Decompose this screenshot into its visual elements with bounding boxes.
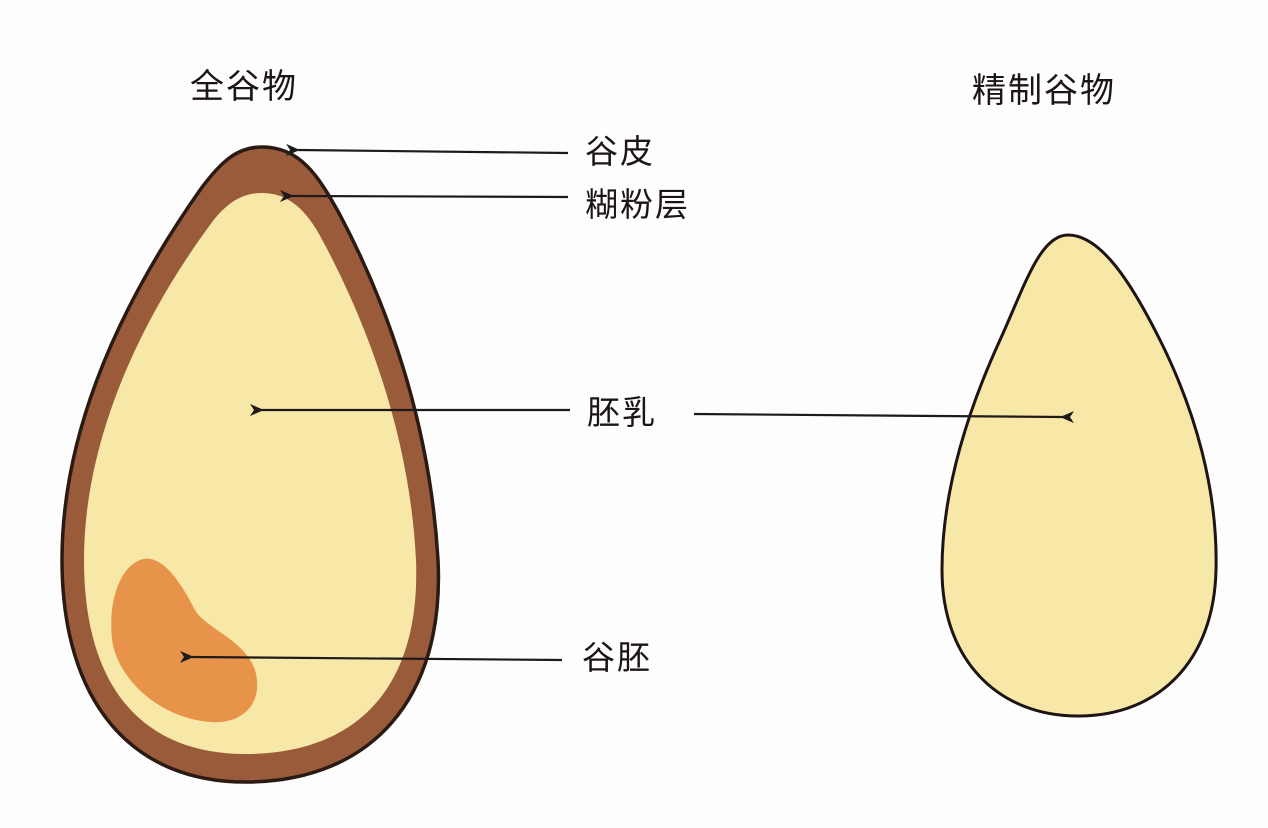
germ (111, 558, 258, 723)
bran-label: 谷皮 (585, 132, 655, 171)
refined-grain-title: 精制谷物 (972, 71, 1116, 111)
whole-grain-kernel (60, 145, 441, 784)
refined-grain-kernel (940, 233, 1218, 718)
endosperm-arrow-right (693, 411, 1075, 424)
whole-grain-title: 全谷物 (190, 67, 298, 107)
germ-arrow (179, 650, 563, 663)
germ-label: 谷胚 (582, 638, 652, 677)
endosperm-label: 胚乳 (587, 393, 657, 432)
aleurone-arrow (279, 189, 569, 202)
bran-arrow (285, 143, 569, 156)
aleurone-label: 糊粉层 (585, 185, 690, 224)
